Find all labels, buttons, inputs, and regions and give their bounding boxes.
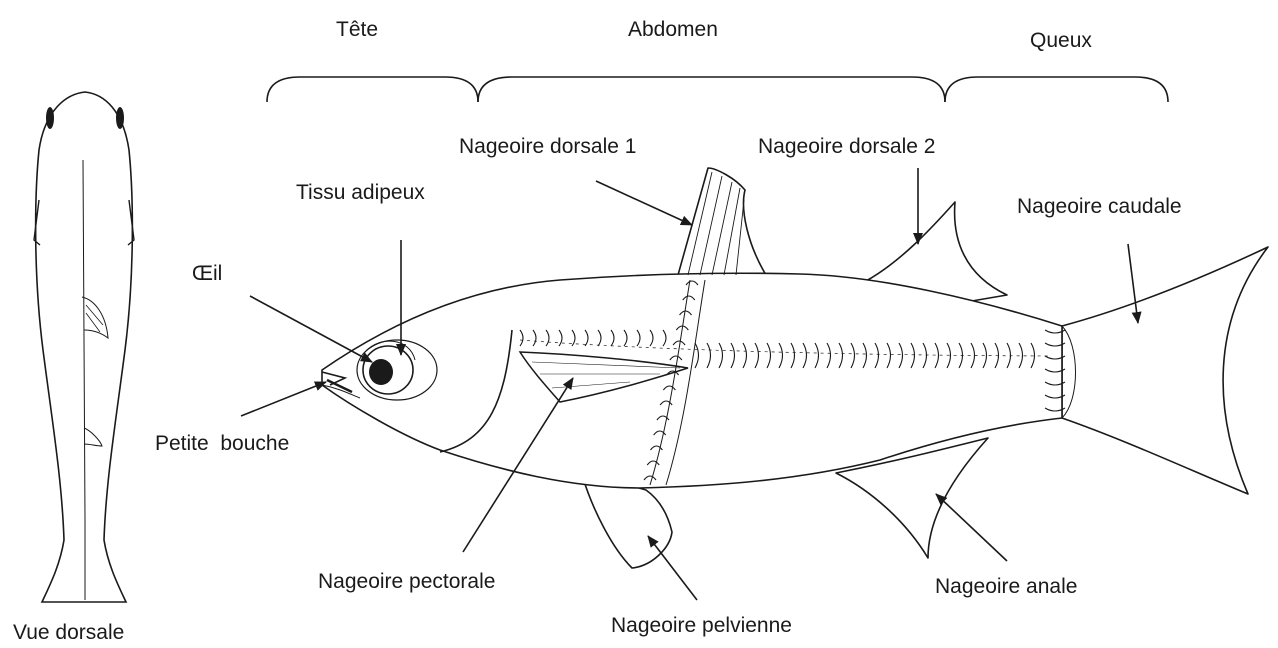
arrow-eye (250, 296, 372, 362)
label-dorsal-fin-2: Nageoire dorsale 2 (758, 136, 935, 157)
label-eye: Œil (192, 263, 222, 284)
region-label-abdomen: Abdomen (628, 19, 718, 40)
label-pelvic-fin: Nageoire pelvienne (611, 615, 792, 636)
label-dorsal-fin-1: Nageoire dorsale 1 (459, 136, 636, 157)
dorsal-view-eye-right (116, 107, 124, 129)
dorsal-view-fish (34, 92, 134, 602)
dorsal-fin-1 (678, 168, 766, 275)
label-caudal-fin: Nageoire caudale (1017, 196, 1182, 217)
pelvic-fin (583, 478, 672, 568)
arrow-anal-fin (936, 494, 1007, 561)
brace-abdomen (478, 77, 945, 102)
label-anal-fin: Nageoire anale (935, 576, 1077, 597)
label-adipose-tissue: Tissu adipeux (296, 182, 425, 203)
region-label-head: Tête (336, 19, 378, 40)
brace-head (267, 77, 478, 102)
label-small-mouth: Petite bouche (155, 433, 289, 454)
brace-tail (945, 77, 1168, 102)
label-dorsal-view: Vue dorsale (13, 622, 124, 643)
region-label-tail: Queux (1030, 30, 1092, 51)
arrow-dorsal-fin-1 (596, 181, 692, 225)
dorsal-view-eye-left (46, 107, 54, 129)
arrow-small-mouth (241, 382, 326, 416)
label-pectoral-fin: Nageoire pectorale (318, 571, 495, 592)
arrow-pelvic-fin (648, 536, 697, 600)
pupil (369, 359, 393, 385)
caudal-fin (1062, 247, 1268, 494)
